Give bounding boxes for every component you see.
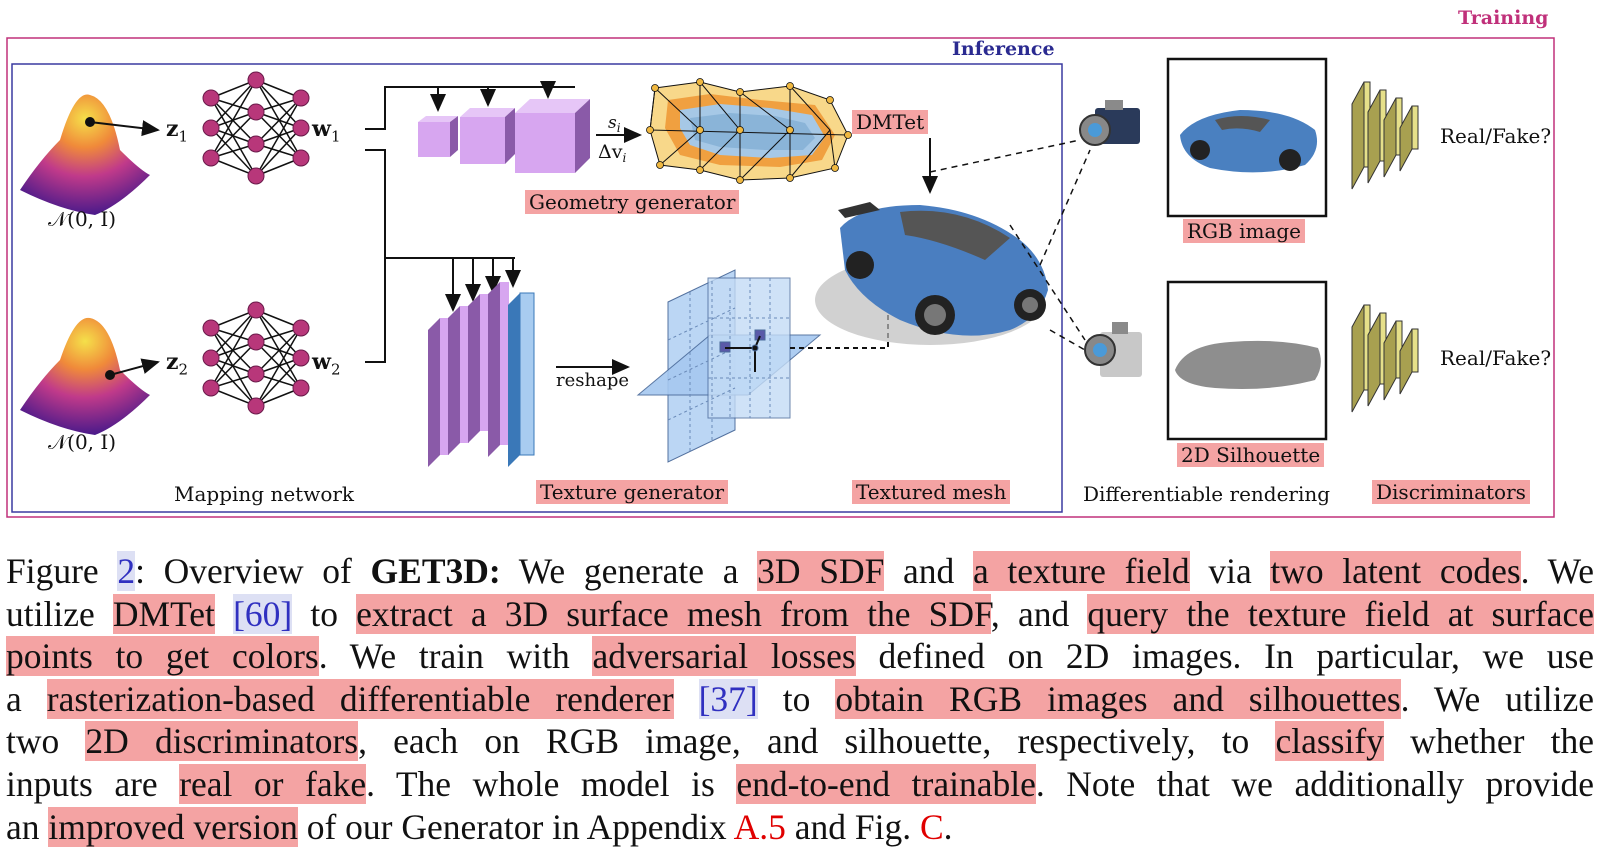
figure-ref-link[interactable]: 2 [117,551,136,591]
geometry-generator-label: Geometry generator [525,190,740,214]
neuron-node [247,103,265,121]
neuron-node [247,135,265,153]
car-silhouette [1175,340,1321,389]
real-fake-label-2: Real/Fake? [1440,346,1552,370]
noise-distribution-label-2: 𝒩(0, I) [48,430,117,454]
rgb-image-label: RGB image [1183,219,1306,243]
neuron-node [202,319,220,337]
silhouette-label: 2D Silhouette [1177,443,1325,467]
discriminator-2 [1351,304,1419,413]
citation-link[interactable]: [60] [233,593,293,634]
texture-generator-slabs [428,282,535,467]
figure-overview: si Δvi [6,7,1555,518]
mapping-network-1 [202,71,310,185]
neuron-node [292,89,310,107]
inference-label: Inference [952,38,1055,60]
real-fake-label-1: Real/Fake? [1440,124,1552,148]
neuron-node [292,349,310,367]
caption-line-3: points to get colors. We train with adve… [6,636,1594,677]
latent-z2: z2 [166,349,189,379]
textured-mesh-label: Textured mesh [852,480,1011,504]
tetrahedral-grid [646,78,852,184]
discriminator-layer-face [1411,105,1419,150]
neuron-node [202,379,220,397]
neuron-node [247,167,265,185]
figure-diagram: si Δvi [6,37,1555,518]
neuron-node [292,379,310,397]
neuron-node [202,119,220,137]
inference-box [11,63,1063,513]
camera-icon [1079,100,1140,146]
training-box [6,37,1555,518]
caption-line-5: two 2D discriminators, each on RGB image… [6,721,1594,762]
style-w2: w2 [312,349,341,379]
triplane [636,269,822,463]
differentiable-rendering-label: Differentiable rendering [1083,482,1331,506]
caption-line-1: Figure 2: Overview of GET3D: We generate… [6,551,1594,591]
discriminator-1 [1351,81,1419,190]
noise-distribution-label-1: 𝒩(0, I) [48,207,117,231]
neuron-node [247,397,265,415]
rgb-car-render [1180,110,1318,173]
camera-icon [1084,322,1142,377]
neuron-node [202,89,220,107]
caption-line-4: a rasterization-based differentiable ren… [6,678,1594,719]
texture-generator-label: Texture generator [536,480,729,504]
geometry-generator-cubes [418,99,590,173]
neuron-node [292,119,310,137]
gaussian-surface-1 [20,94,150,215]
citation-link[interactable]: [37] [698,678,758,719]
discriminators-label: Discriminators [1372,480,1530,504]
mapping-network-2 [202,301,310,415]
discriminator-layer [1351,304,1365,413]
neuron-node [202,149,220,167]
figure-c-link[interactable]: C [919,806,944,847]
neuron-node [292,149,310,167]
neuron-node [247,71,265,89]
caption-line-2: utilize DMTet [60] to extract a 3D surfa… [6,593,1594,634]
caption-line-7: an improved version of our Generator in … [6,806,953,847]
svg-text:si: si [608,113,621,135]
neuron-node [247,301,265,319]
neuron-node [292,319,310,337]
discriminator-layer-face [1411,328,1419,373]
gaussian-surface-2 [20,317,150,435]
appendix-link[interactable]: A.5 [733,806,786,847]
training-label: Training [1458,7,1549,29]
textured-car-mesh [815,202,1048,345]
neuron-node [202,349,220,367]
neuron-node [247,365,265,383]
dmtet-label: DMTet [852,110,929,134]
caption-line-6: inputs are real or fake. The whole model… [6,763,1594,804]
reshape-label: reshape [556,370,629,391]
mapping-network-label: Mapping network [174,482,355,506]
latent-z1: z1 [166,116,189,146]
figure-caption: Figure 2: Overview of GET3D: We generate… [6,550,1594,848]
discriminator-layer [1351,81,1365,190]
neuron-node [247,333,265,351]
svg-text:Δvi: Δvi [598,141,626,165]
style-w1: w1 [312,116,341,146]
